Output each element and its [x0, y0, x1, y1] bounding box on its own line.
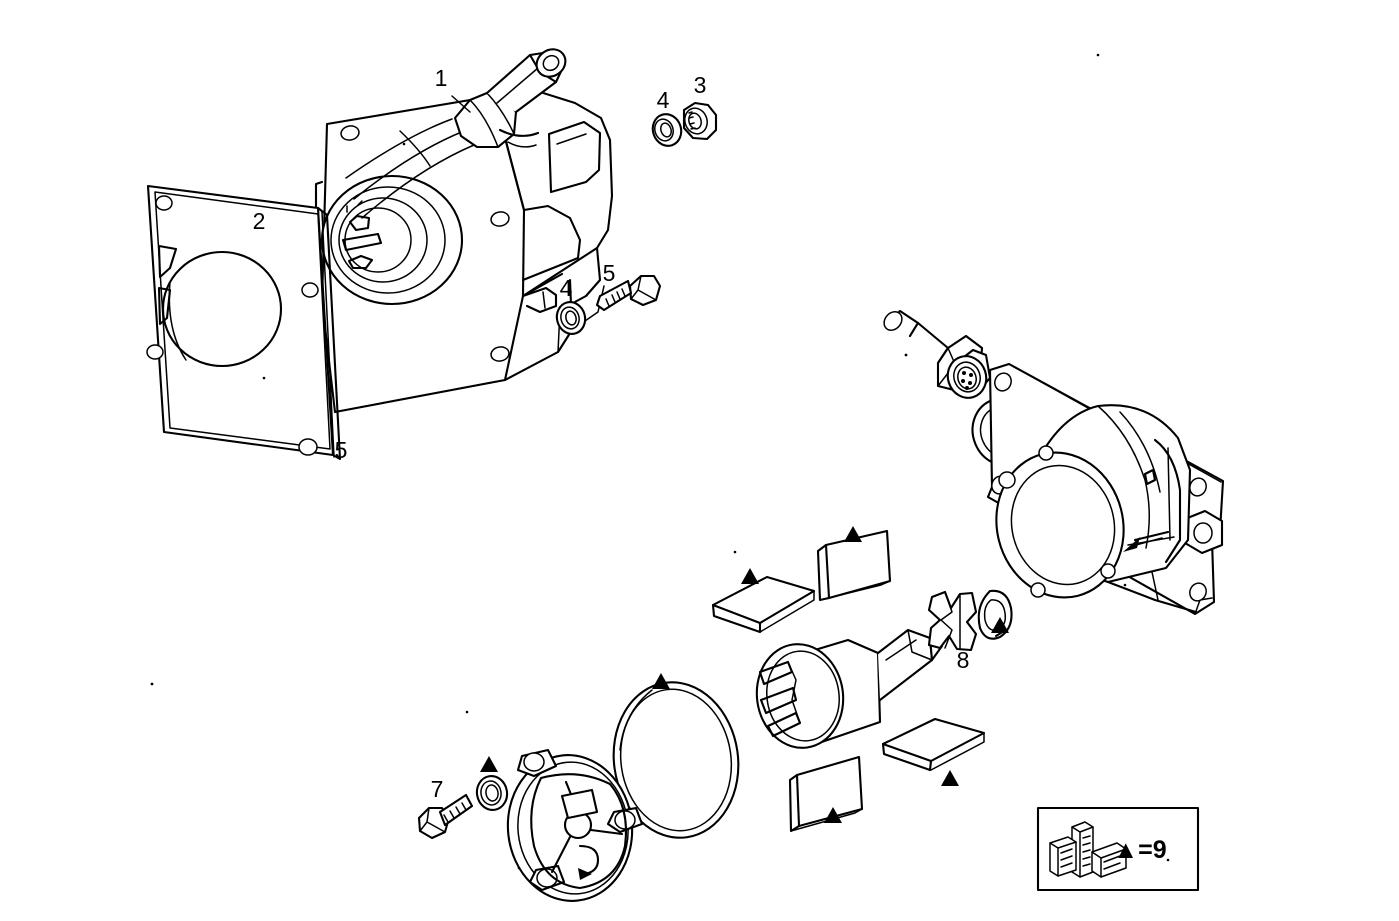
- part-cover-bolt: [417, 793, 474, 840]
- part-vane-plate-set: [711, 529, 986, 833]
- kit-marker-triangle: [991, 617, 1009, 633]
- kit-marker-triangle: [652, 673, 670, 689]
- callout-1: 1: [435, 65, 448, 91]
- part-hex-nut: [682, 101, 718, 141]
- part-flat-washer-lower: [555, 301, 587, 335]
- callout-3: 3: [694, 72, 707, 98]
- kit-marker-triangle: [844, 526, 862, 542]
- kit-marker-group: [480, 526, 1009, 823]
- callout-2: 2: [253, 208, 266, 234]
- callout-4b: 4: [560, 275, 573, 301]
- repair-kit-icon: [1049, 821, 1127, 878]
- part-flat-washer-upper: [651, 113, 683, 147]
- kit-marker-triangle: [824, 807, 842, 823]
- part-cover-washer: [475, 775, 509, 811]
- callout-5b: 5: [335, 437, 348, 463]
- part-end-cover-plate: [506, 748, 644, 902]
- part-pressure-switch-sensor: [883, 309, 992, 399]
- part-pump-body-assembly: [314, 48, 614, 414]
- scan-specks: [150, 53, 1170, 870]
- callout-5a: 5: [603, 260, 616, 286]
- part-large-o-ring-seal: [612, 681, 740, 839]
- kit-marker-triangle: [941, 770, 959, 786]
- callout-number-group: 1 2 3 4 4 5 5 7 8: [253, 65, 970, 802]
- part-hex-bolt-upper: [595, 274, 662, 312]
- kit-marker-triangle: [480, 756, 498, 772]
- part-mounting-gasket-plate: [146, 184, 342, 461]
- legend-text: ▲=9: [1113, 836, 1166, 864]
- leader-line-1: [451, 95, 471, 113]
- legend-repair-kit: ▲=9: [1036, 806, 1200, 892]
- kit-marker-triangle: [741, 568, 759, 584]
- callout-8: 8: [957, 647, 970, 673]
- callout-7: 7: [431, 776, 444, 802]
- part-pump-housing-flange: [986, 362, 1225, 616]
- callout-4a: 4: [657, 87, 670, 113]
- part-drive-coupling: [927, 590, 978, 652]
